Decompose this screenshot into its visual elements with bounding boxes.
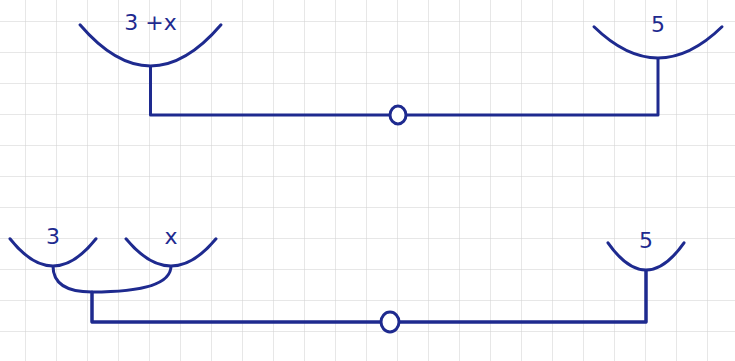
scale-pan: 5 — [606, 226, 686, 272]
pan-label: x — [124, 222, 218, 250]
pivot-circle — [390, 106, 406, 124]
scale-pan: 3 — [8, 222, 98, 268]
pan-label: 3 — [8, 222, 98, 250]
balance-beam — [53, 266, 646, 322]
pivot-circle — [381, 312, 399, 332]
pan-label: 3 +x — [78, 8, 223, 36]
scale-pan: 3 +x — [78, 8, 223, 68]
pan-label: 5 — [592, 10, 724, 38]
pan-label: 5 — [606, 226, 686, 254]
scale-pan: 5 — [592, 10, 724, 60]
balance-beam — [151, 58, 659, 115]
scale-pan: x — [124, 222, 218, 268]
balance-beam — [92, 266, 646, 322]
